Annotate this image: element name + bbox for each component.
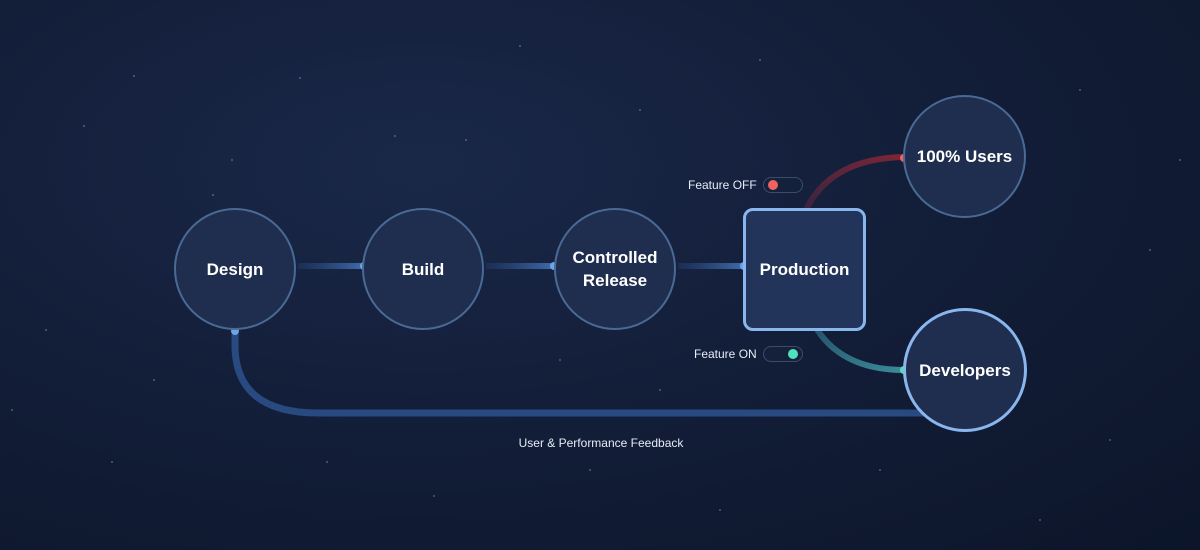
production-node[interactable]: Production (743, 208, 866, 331)
feature-off-toggle[interactable] (762, 177, 803, 193)
connector-build-release (486, 263, 552, 269)
feature-on-toggle[interactable] (762, 346, 803, 362)
feedback-loop-label: User & Performance Feedback (518, 436, 684, 450)
feature-off-label: Feature OFF (688, 178, 757, 192)
stars (11, 45, 1181, 521)
production-label: Production (759, 260, 850, 279)
users-node[interactable]: 100% Users (903, 95, 1026, 218)
feature-on-label: Feature ON (694, 347, 757, 361)
build-node[interactable]: Build (362, 208, 484, 330)
connector-design-build (298, 263, 362, 269)
feature-off-path (803, 154, 907, 213)
controlled-release-label: Controlled Release (572, 248, 658, 290)
users-label: 100% Users (916, 147, 1013, 166)
design-label: Design (206, 259, 264, 279)
feature-on-path (812, 323, 907, 373)
developers-node[interactable]: Developers (903, 308, 1027, 432)
toggle-knob (787, 349, 798, 359)
toggle-knob (767, 180, 778, 190)
feedback-loop-label-row: User & Performance Feedback (0, 436, 1200, 450)
feature-on-toggle-row: Feature ON (694, 346, 803, 362)
connector-release-production (678, 263, 742, 269)
feature-off-toggle-row: Feature OFF (688, 177, 803, 193)
developers-label: Developers (919, 360, 1011, 380)
controlled-release-node[interactable]: Controlled Release (554, 208, 676, 330)
build-label: Build (401, 259, 445, 279)
design-node[interactable]: Design (174, 208, 296, 330)
feedback-loop-path (231, 327, 929, 417)
